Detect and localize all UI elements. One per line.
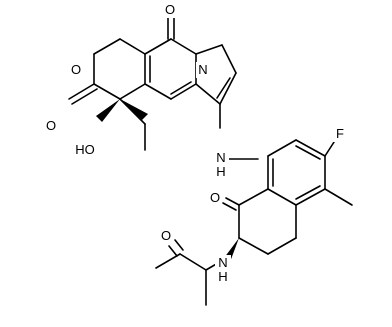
bond (238, 188, 269, 206)
stereo-wedge-ethyl (120, 99, 148, 120)
bonds (68, 14, 353, 306)
bond (93, 83, 121, 100)
bond (225, 197, 240, 206)
atom-label-nitrogen: N (198, 62, 207, 77)
bond (119, 98, 146, 125)
bond (195, 44, 223, 55)
bond (295, 139, 326, 157)
atom-label-hydrogen: H (216, 164, 225, 179)
bond (219, 72, 237, 105)
bond (179, 253, 207, 271)
bond (238, 237, 269, 255)
bond (295, 185, 321, 200)
bond (267, 237, 297, 255)
bond (155, 253, 181, 269)
bond (68, 83, 95, 100)
bond (71, 88, 98, 105)
bond (295, 188, 326, 206)
bond (144, 38, 172, 55)
bond (222, 202, 237, 211)
bond (170, 38, 197, 55)
bond (267, 139, 297, 157)
stereo-wedge-hydroxyl (96, 99, 120, 122)
bond (168, 245, 178, 257)
atom-label-oxygen: O (165, 2, 175, 17)
bond (221, 44, 237, 74)
atom-label-oxygen: O (71, 62, 81, 77)
bond (324, 188, 353, 206)
bond (144, 83, 172, 100)
atom-label-nitrogen: N (218, 255, 227, 270)
atom-label-nitrogen: N (216, 150, 225, 165)
bond (174, 239, 184, 251)
bond (119, 38, 146, 55)
atom-label-oxygen: O (161, 228, 171, 243)
atom-labels: O O N O HO N H F O N H O (44, 2, 347, 285)
atom-label-hydroxyl: HO (75, 142, 95, 157)
bond (267, 188, 297, 206)
bond (295, 145, 321, 160)
atom-label-fluorine: F (336, 126, 344, 141)
bond (119, 83, 146, 100)
bond (195, 83, 221, 105)
atom-label-oxygen: O (210, 190, 220, 205)
bond (170, 83, 197, 100)
bond (93, 38, 121, 55)
bond (216, 77, 231, 99)
atom-label-oxygen: O (46, 118, 56, 133)
bond (170, 81, 192, 95)
atom-label-hydrogen: H (218, 269, 227, 284)
